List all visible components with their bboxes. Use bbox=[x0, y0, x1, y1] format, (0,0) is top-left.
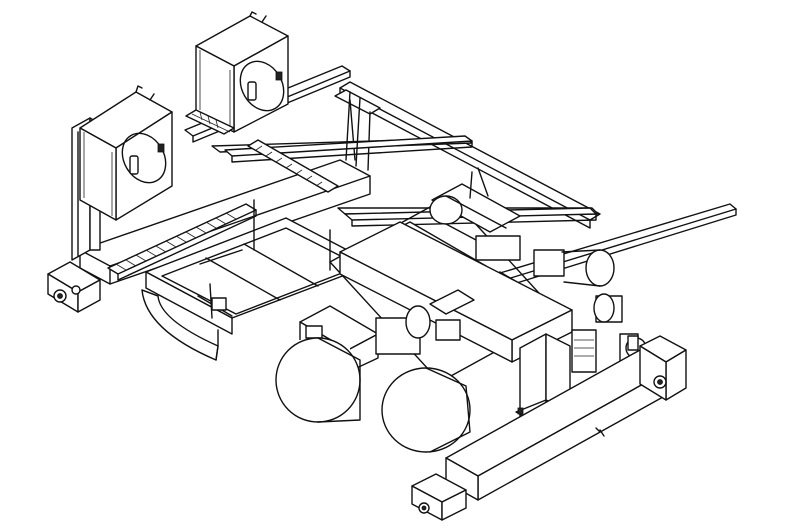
rear-frame bbox=[334, 81, 601, 229]
electrical-box-right bbox=[195, 11, 289, 133]
drum-left bbox=[275, 337, 361, 423]
ladder-frame bbox=[145, 217, 375, 335]
cable-tray-upper bbox=[185, 109, 339, 193]
cable-tray-left bbox=[107, 203, 257, 281]
motor-upper bbox=[429, 183, 615, 287]
motor-lower bbox=[375, 289, 623, 355]
support-struts bbox=[253, 91, 605, 437]
electrical-box-left bbox=[79, 85, 173, 221]
right-end-cap bbox=[627, 335, 687, 401]
sensor-mount bbox=[197, 283, 233, 319]
curved-guard bbox=[141, 289, 219, 361]
drum-right bbox=[381, 367, 471, 453]
left-end-truck bbox=[47, 261, 101, 313]
